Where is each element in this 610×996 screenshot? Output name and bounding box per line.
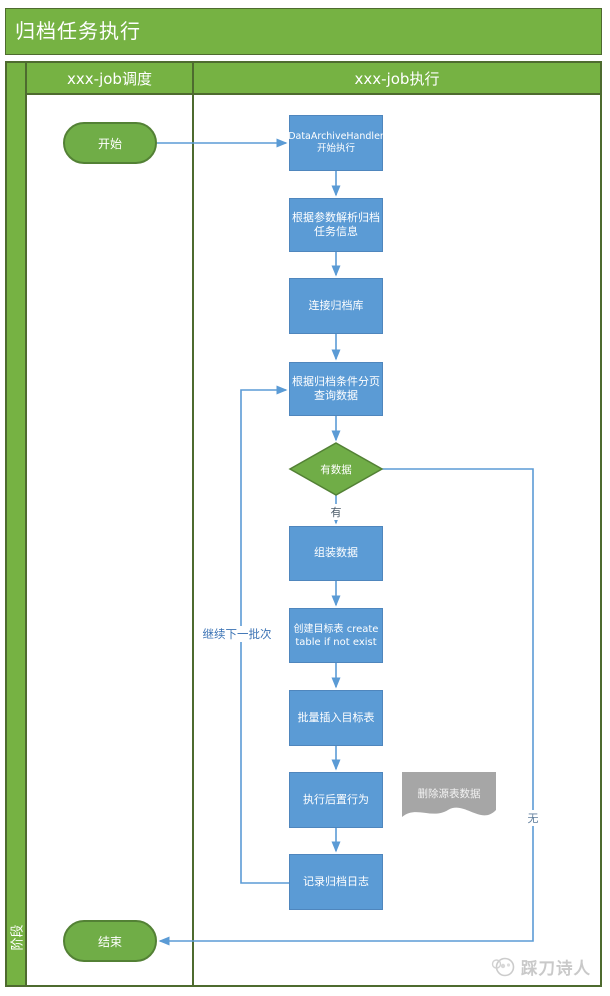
watermark: 踩刀诗人 — [490, 954, 591, 980]
edge-label-no: 无 — [522, 810, 544, 826]
end-node: 结束 — [63, 920, 157, 962]
process-handler: DataArchiveHandler 开始执行 — [288, 115, 384, 171]
edge-label-next-batch: 继续下一批次 — [198, 626, 276, 642]
phase-column: 阶段 — [7, 63, 27, 985]
lane-header-scheduler: xxx-job调度 — [27, 63, 192, 95]
lane-header-executor: xxx-job执行 — [194, 63, 600, 95]
lane-body-scheduler — [27, 95, 192, 985]
process-paged-query: 根据归档条件分页查询数据 — [289, 362, 383, 416]
lane-scheduler: xxx-job调度 — [27, 63, 194, 985]
phase-label: 阶段 — [10, 924, 26, 951]
diagram-title: 归档任务执行 — [5, 8, 602, 55]
edge-label-yes: 有 — [322, 504, 350, 520]
process-log-archive: 记录归档日志 — [289, 854, 383, 910]
watermark-text: 踩刀诗人 — [521, 959, 591, 978]
watermark-panda-icon — [491, 957, 515, 977]
process-post-action: 执行后置行为 — [289, 772, 383, 828]
process-parse-params: 根据参数解析归档任务信息 — [289, 198, 383, 252]
process-connect-archive-db: 连接归档库 — [289, 278, 383, 334]
process-create-target-table: 创建目标表 create table if not exist — [289, 608, 383, 663]
process-batch-insert: 批量插入目标表 — [289, 690, 383, 746]
start-node: 开始 — [63, 122, 157, 164]
decision-has-data-label: 有数据 — [320, 464, 352, 476]
lane-executor: xxx-job执行 — [194, 63, 600, 985]
lane-body-executor — [194, 95, 600, 985]
process-assemble-data: 组装数据 — [289, 526, 383, 581]
document-delete-source-label: 删除源表数据 — [417, 787, 481, 800]
